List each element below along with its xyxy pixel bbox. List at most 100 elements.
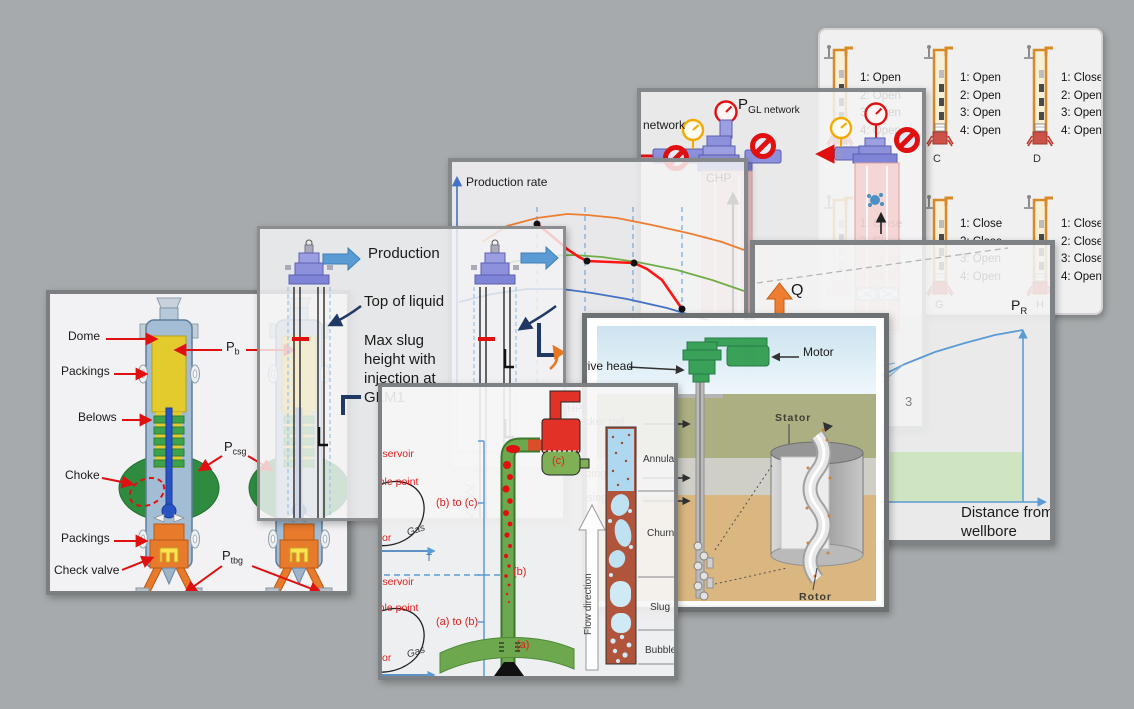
panel-gaslift-process[interactable]: ReservoirBubble pointorGasTReservoirBubb… <box>378 383 678 680</box>
injection-line <box>537 323 557 357</box>
gas-lift-valve-left <box>118 297 220 591</box>
well-1-state-1: 1: Open <box>860 72 901 84</box>
callout-dashed-line <box>756 247 1009 284</box>
flow-q-label: Q <box>791 282 804 299</box>
well-H-state-3: 3: Close <box>1061 253 1103 265</box>
choke-highlight-ellipse <box>128 476 166 508</box>
bubble-point-label-2: Bubble point <box>378 602 419 614</box>
well-C-state-1: 1: Open <box>960 72 1001 84</box>
check-valve-label: Check valve <box>54 563 120 577</box>
well-C-state-3: 3: Open <box>960 107 1001 119</box>
dome-pressure-label: Pb <box>226 339 240 357</box>
reservoir-label-2: Reservoir <box>382 576 414 588</box>
curve-3-label: 3 <box>905 394 913 409</box>
annular-zone <box>608 429 634 491</box>
phase-envelope-2 <box>382 607 436 676</box>
injection-line <box>341 395 361 415</box>
well-C-label: C <box>933 153 941 165</box>
riser-pipe <box>500 437 542 676</box>
no-flow-icon <box>897 130 918 151</box>
point-b-label: (b) <box>513 566 527 578</box>
network-well-icon <box>922 43 955 148</box>
production-arrow-icon <box>520 245 559 271</box>
pressure-gauge-icon <box>681 118 705 142</box>
stage-a-to-b-label: (a) to (b) <box>436 616 479 628</box>
phase-envelope-1 <box>382 480 436 556</box>
slug-zone-label: Slug <box>650 602 671 613</box>
separator-fragment-1: or <box>382 532 392 544</box>
reservoir-pressure-label: PR <box>1011 297 1028 317</box>
flow-direction-arrow <box>578 503 606 671</box>
well-G-state-1: 1: Close <box>960 218 1003 230</box>
network-well-icon <box>1022 43 1055 148</box>
bubble-point-label-1: Bubble point <box>378 476 419 488</box>
casing-pressure-label: Pcsg <box>224 439 247 457</box>
well-C-state-2: 2: Open <box>960 89 1001 102</box>
gas-splat-icon <box>867 193 884 207</box>
performance-curve-high-chp <box>481 213 744 251</box>
production-arrow-icon <box>322 246 361 272</box>
pressure-gauge-icon <box>829 116 853 140</box>
top-of-liquid-label: Top of liquid <box>364 293 445 310</box>
motor-box <box>726 345 770 367</box>
max-slug-line3: injection at <box>364 370 436 387</box>
production-label: Production <box>368 245 440 262</box>
annotation-arrows <box>101 332 323 591</box>
dome-label: Dome <box>68 329 101 343</box>
top-of-liquid-mark <box>478 337 495 341</box>
annular-zone-label: Annular <box>643 454 678 465</box>
flow-direction-label: Flow direction <box>583 573 594 635</box>
mandrel-symbol <box>317 427 328 447</box>
packings-lower-label: Packings <box>61 531 110 545</box>
stator-label: Stator <box>775 412 812 424</box>
separator <box>541 390 590 476</box>
flow-regime-column <box>605 426 674 665</box>
motor-label: Motor <box>803 345 834 359</box>
drive-head <box>682 337 770 383</box>
well-D-state-4: 4: Open <box>1061 124 1102 137</box>
well-H-state-2: 2: Close <box>1061 235 1103 248</box>
gas-entry-curl <box>549 344 563 370</box>
top-of-liquid-mark <box>292 337 309 341</box>
pgl-network-label: PGL network <box>738 96 800 116</box>
slug-bubbles <box>610 581 631 633</box>
oil-slugs <box>502 445 520 603</box>
packings-upper-label: Packings <box>61 364 110 378</box>
distance-label-line2: wellbore <box>961 523 1017 540</box>
point-a-label: (a) <box>516 639 530 651</box>
network-label: network <box>643 118 686 132</box>
depth-bracket <box>478 440 485 676</box>
stage-b-to-c-label: (b) to (c) <box>436 497 478 509</box>
tubing-pressure-label: Ptbg <box>222 548 243 566</box>
well-H-state-1: 1: Close <box>1061 218 1103 230</box>
well-b-label: B <box>834 148 843 162</box>
no-flow-icon <box>753 136 774 157</box>
small-bubbles <box>608 509 633 663</box>
max-slug-pointer <box>517 305 557 331</box>
max-slug-line1: Max slug <box>364 332 425 349</box>
churn-blobs <box>608 494 632 568</box>
rotor-label: Rotor <box>799 591 832 603</box>
temperature-axis-label: T <box>426 553 433 564</box>
pump-intake <box>693 541 714 601</box>
bubble-zone-label: Bubble <box>645 645 677 656</box>
operating-point <box>533 220 541 228</box>
operating-point <box>678 305 686 313</box>
well-D-state-1: 1: Close <box>1061 72 1103 84</box>
reservoir-zone <box>890 452 1023 502</box>
distance-label-line1: Distance from <box>961 504 1054 521</box>
operating-point <box>630 259 638 267</box>
point-c-label: (c) <box>552 455 565 467</box>
well-D-label: D <box>1033 153 1041 165</box>
well-D-state-3: 3: Open <box>1061 107 1102 119</box>
operating-point <box>583 257 591 265</box>
reservoir-label-1: Reservoir <box>382 448 414 460</box>
drive-head-label: Drive head <box>583 359 634 373</box>
max-slug-line2: height with <box>364 351 436 368</box>
top-of-liquid-pointer <box>327 305 362 327</box>
separator-fragment-2: or <box>382 652 392 664</box>
choke-label: Choke <box>65 468 100 482</box>
production-rate-axis-label: Production rate <box>466 175 548 189</box>
well-C-state-4: 4: Open <box>960 124 1001 137</box>
